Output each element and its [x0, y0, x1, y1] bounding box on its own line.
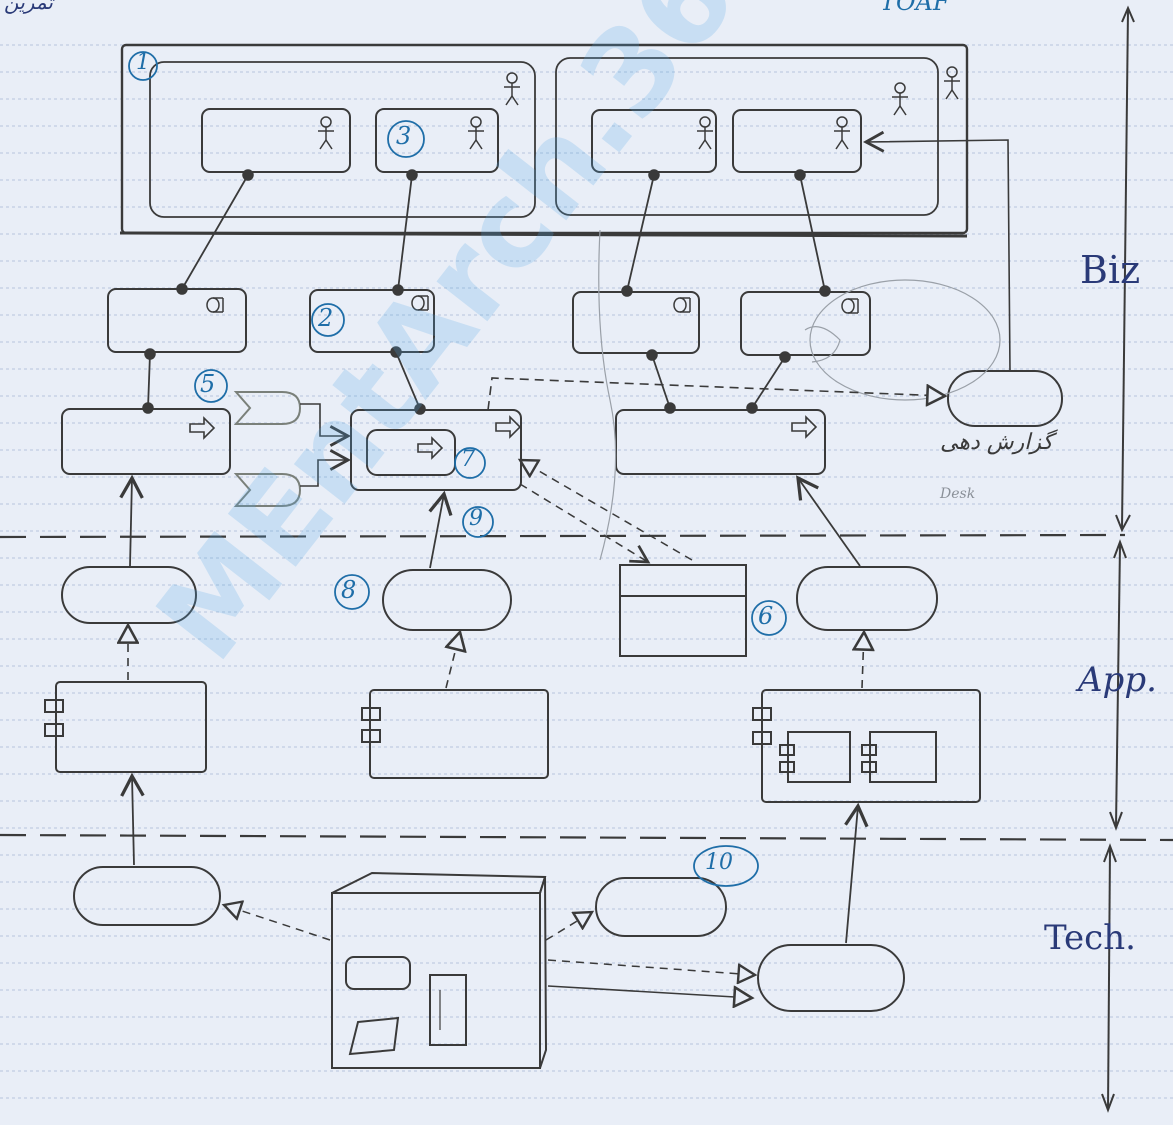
application-components	[45, 682, 980, 802]
technology-node	[332, 873, 546, 1068]
layer-label-app: App.	[1078, 660, 1157, 700]
tech-realization-links	[224, 905, 755, 975]
assignment-links	[148, 175, 825, 409]
business-roles	[202, 109, 861, 172]
number-label-3: 3	[396, 122, 411, 150]
layer-label-biz: Biz	[1080, 248, 1140, 292]
layer-divider-app-tech	[0, 835, 1173, 840]
reporting-pencil-note: Desk	[940, 486, 975, 502]
event-flows	[300, 404, 348, 486]
layer-divider-biz-app	[0, 535, 1125, 537]
realization-links	[128, 625, 864, 688]
technology-services	[74, 867, 904, 1011]
data-object	[620, 565, 746, 656]
header-left-label: تمرین	[4, 0, 53, 14]
flow-to-reporting	[488, 378, 945, 410]
number-label-7: 7	[461, 447, 475, 472]
number-label-5: 5	[200, 370, 215, 398]
number-label-6: 6	[758, 602, 773, 630]
serving-links	[130, 478, 860, 568]
layer-label-tech: Tech.	[1044, 918, 1136, 958]
application-services	[62, 567, 937, 630]
header-right-label: TOAF	[880, 0, 950, 16]
number-label-9: 9	[469, 506, 483, 531]
tech-serving-line	[548, 986, 752, 998]
number-circles	[129, 52, 786, 886]
number-label-8: 8	[341, 576, 356, 604]
business-interfaces	[108, 289, 870, 355]
business-events	[236, 392, 300, 506]
reporting-note: گزارش دهی	[940, 430, 1053, 455]
reporting-service	[948, 371, 1062, 426]
number-label-10: 10	[705, 850, 733, 875]
number-label-2: 2	[318, 304, 333, 332]
number-label-1: 1	[136, 50, 150, 75]
ruled-lines	[0, 45, 1173, 1098]
